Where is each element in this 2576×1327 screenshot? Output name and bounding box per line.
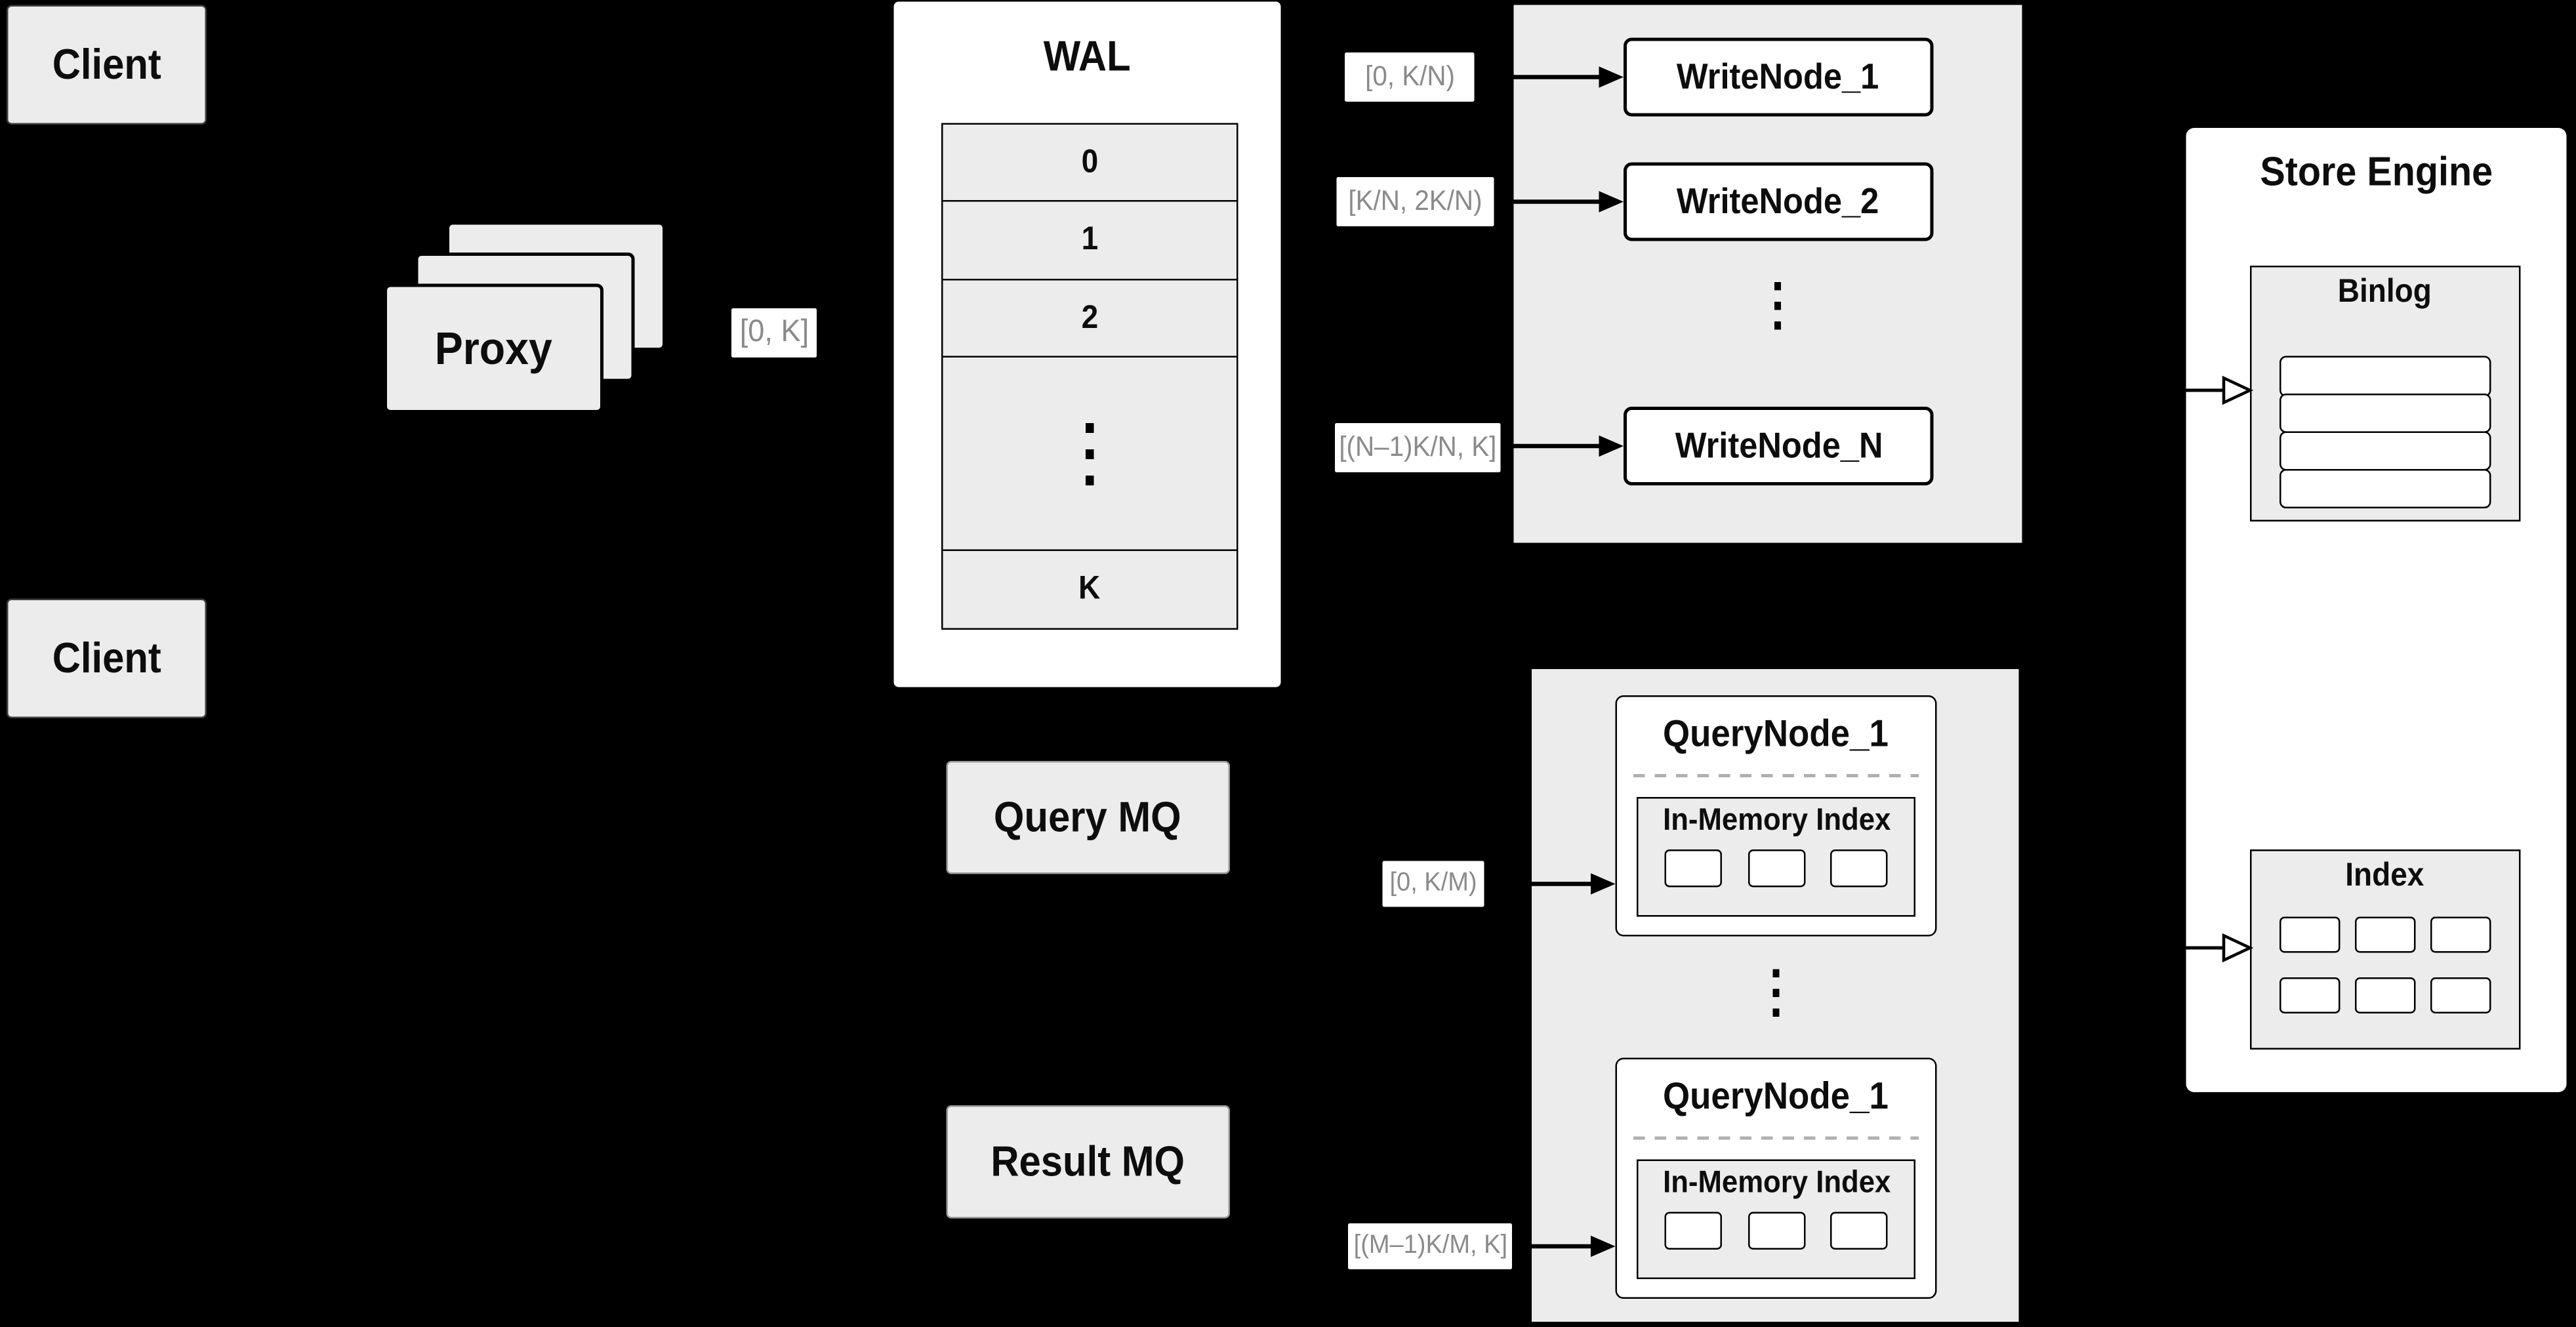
arrow-to-writenode-1 (1474, 66, 1624, 88)
binlog-box: Binlog (2250, 266, 2521, 521)
client-bottom-label: Client (52, 633, 161, 682)
index-row-1 (2280, 916, 2491, 953)
index-square (2355, 977, 2416, 1013)
binlog-row (2280, 468, 2491, 509)
segment-square (1664, 849, 1722, 888)
querynode-m-inmemory-title: In-Memory Index (1662, 1166, 1891, 1201)
index-row-2 (2280, 977, 2491, 1013)
querynode-1-box: QueryNode_1 In-Memory Index (1615, 695, 1937, 937)
querynode-1-title: QueryNode_1 (1663, 712, 1889, 754)
wal-row-1: 1 (941, 201, 1238, 281)
querynode-m-divider (1633, 1136, 1919, 1140)
binlog-rows (2280, 356, 2491, 509)
vertical-ellipsis-icon (1086, 407, 1094, 502)
writenode-2-box: WriteNode_2 (1624, 162, 1934, 241)
index-square (2280, 977, 2341, 1013)
wal-row-0: 0 (941, 123, 1238, 203)
store-engine-box: Store Engine Binlog Index (2186, 128, 2567, 1092)
binlog-row (2280, 356, 2491, 396)
client-top-label: Client (52, 39, 161, 89)
range-label-writenode-1: [0, K/N) (1345, 52, 1475, 102)
wal-row-ellipsis (941, 356, 1238, 552)
arrow-to-writenode-n (1500, 435, 1624, 457)
index-square (2355, 916, 2416, 953)
index-title: Index (2346, 857, 2425, 894)
writenode-n-box: WriteNode_N (1624, 407, 1934, 485)
querynode-m-inmemory-box: In-Memory Index (1637, 1159, 1915, 1279)
range-label-querynode-1: [0, K/M) (1382, 861, 1484, 907)
wal-segment-table: 0 1 2 K (941, 123, 1238, 630)
proxy-label: Proxy (434, 322, 552, 373)
wal-box: WAL 0 1 2 K (893, 1, 1281, 687)
client-box-top: Client (7, 5, 207, 125)
client-box-bottom: Client (7, 598, 207, 718)
wal-title-row: WAL (894, 31, 1281, 83)
arrow-to-querynode-m (1512, 1235, 1616, 1257)
range-label-querynode-m: [(M–1)K/M, K] (1348, 1223, 1512, 1269)
wal-row-2: 2 (941, 278, 1238, 359)
segment-square (1830, 849, 1889, 888)
range-label-writenode-2: [K/N, 2K/N) (1336, 177, 1494, 226)
index-square (2280, 916, 2341, 953)
binlog-title: Binlog (2338, 274, 2432, 310)
store-engine-title: Store Engine (2260, 149, 2493, 195)
querynode-m-segments (1639, 1212, 1914, 1250)
query-nodes-ellipsis-icon (1771, 958, 1781, 1029)
arrow-to-querynode-1 (1484, 873, 1616, 895)
segment-square (1747, 1212, 1805, 1250)
query-mq-box: Query MQ (946, 761, 1230, 874)
wal-title: WAL (1044, 31, 1131, 81)
querynode-1-inmemory-title: In-Memory Index (1662, 804, 1891, 838)
range-label-proxy-wal: [0, K] (731, 308, 817, 357)
querynode-1-divider (1633, 774, 1919, 777)
index-square (2430, 977, 2491, 1013)
index-box: Index (2250, 849, 2521, 1050)
querynode-1-inmemory-box: In-Memory Index (1637, 797, 1915, 917)
arrow-to-index (2161, 933, 2254, 963)
arrow-to-writenode-2 (1494, 191, 1624, 213)
binlog-row (2280, 431, 2491, 472)
segment-square (1664, 1212, 1722, 1250)
binlog-row (2280, 393, 2491, 434)
arrow-to-binlog (2161, 375, 2254, 405)
proxy-card-front: Proxy (384, 283, 603, 413)
range-label-writenode-n: [(N–1)K/N, K] (1335, 423, 1501, 472)
writenode-1-box: WriteNode_1 (1624, 37, 1934, 117)
write-nodes-ellipsis-icon (1773, 271, 1783, 342)
result-mq-box: Result MQ (946, 1105, 1230, 1219)
querynode-1-segments (1639, 849, 1914, 888)
querynode-m-title: QueryNode_1 (1663, 1074, 1889, 1117)
wal-row-k: K (941, 549, 1238, 630)
index-square (2430, 916, 2491, 953)
querynode-m-box: QueryNode_1 In-Memory Index (1615, 1057, 1937, 1299)
segment-square (1830, 1212, 1889, 1250)
segment-square (1747, 849, 1805, 888)
